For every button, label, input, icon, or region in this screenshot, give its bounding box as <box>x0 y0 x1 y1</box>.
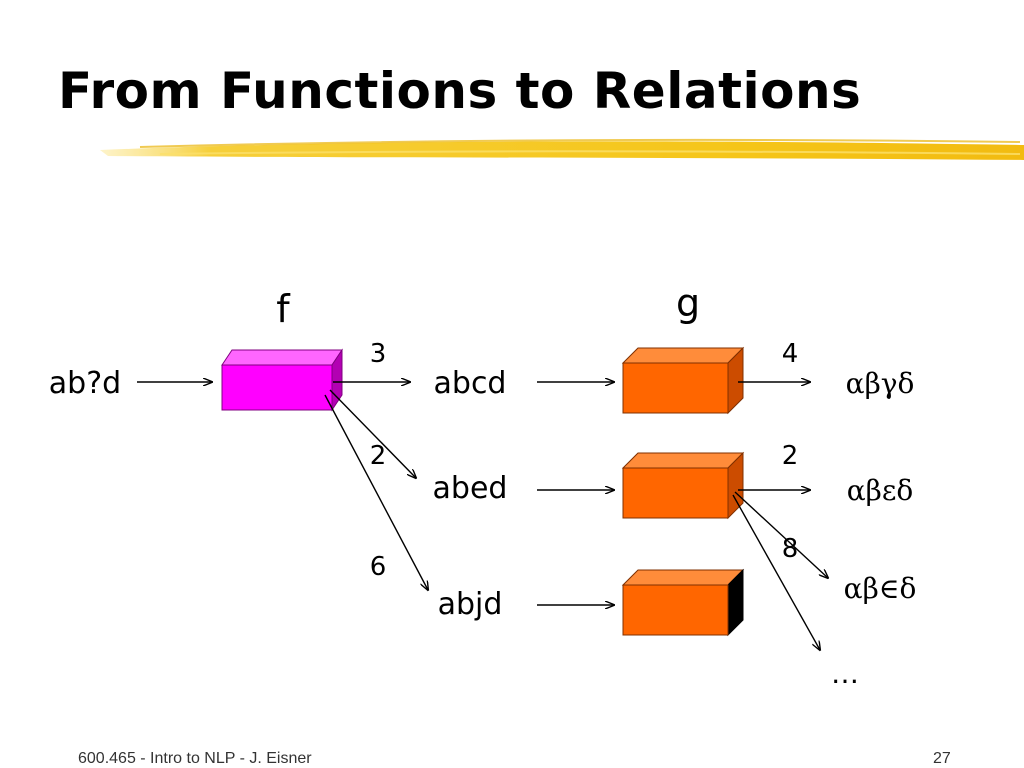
input-string: ab?d <box>49 366 121 401</box>
g-weight-3: 8 <box>782 534 799 564</box>
g-output-1: αβγδ <box>846 367 915 400</box>
arrow-f-to-abjd <box>324 394 428 590</box>
f-weight-3: 6 <box>370 552 387 582</box>
g-weight-2: 2 <box>782 441 799 471</box>
g-transducer-box-2 <box>621 451 745 520</box>
footer-page-number: 27 <box>933 750 951 767</box>
g-transducer-box-1 <box>621 346 745 415</box>
arrow-g-to-output-3 <box>734 491 828 578</box>
more-outputs-ellipsis: … <box>831 657 859 690</box>
arrow-f-to-abed <box>329 389 416 478</box>
f-output-3: abjd <box>438 587 503 622</box>
slide-title: From Functions to Relations <box>58 62 862 120</box>
g-output-3: αβ∈δ <box>844 572 917 605</box>
arrows <box>137 382 828 650</box>
f-weight-1: 3 <box>370 339 387 369</box>
arrow-g-to-more <box>732 494 820 650</box>
function-label-g: g <box>676 281 700 325</box>
footer-course-label: 600.465 - Intro to NLP - J. Eisner <box>78 750 312 767</box>
f-output-2: abed <box>433 471 508 506</box>
f-weight-2: 2 <box>370 441 387 471</box>
title-highlighter-stroke <box>100 138 1024 160</box>
f-transducer-box <box>221 348 343 412</box>
function-label-f: f <box>276 287 291 331</box>
g-transducer-box-3 <box>621 568 745 637</box>
f-output-1: abcd <box>434 366 507 401</box>
g-weight-1: 4 <box>782 339 799 369</box>
g-output-2: αβεδ <box>847 474 913 507</box>
